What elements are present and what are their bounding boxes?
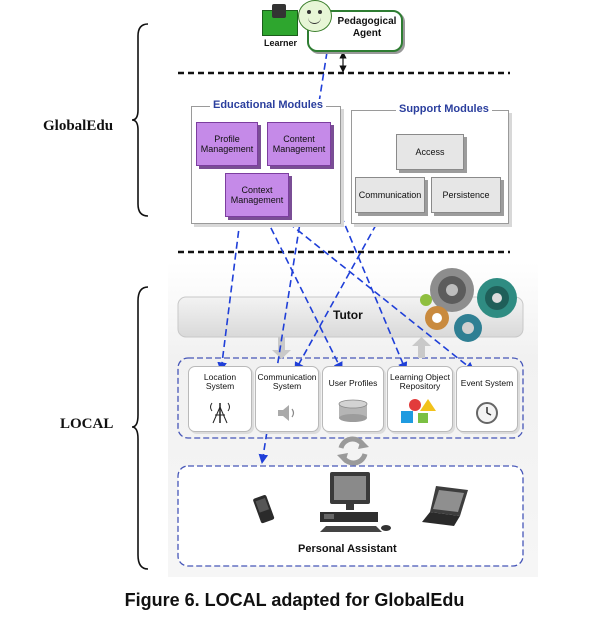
event-system-label: Event System bbox=[460, 378, 514, 388]
down-block-arrow bbox=[272, 337, 291, 359]
pda-icon bbox=[253, 495, 275, 524]
communication-module: Communication bbox=[355, 177, 425, 213]
desktop-computer-icon bbox=[320, 472, 391, 532]
event-system-service: Event System bbox=[456, 366, 518, 432]
speaker-icon bbox=[278, 405, 295, 421]
clock-icon bbox=[476, 402, 498, 424]
shapes-icon bbox=[401, 399, 436, 423]
figure-caption: Figure 6. LOCAL adapted for GlobalEdu bbox=[124, 590, 465, 610]
laptop-icon bbox=[422, 486, 468, 526]
arrow-context-to-location bbox=[217, 219, 241, 372]
support-modules-title: Support Modules bbox=[396, 103, 492, 115]
access-module: Access bbox=[396, 134, 464, 170]
context-management-module: Context Management bbox=[225, 173, 289, 217]
content-management-module: Content Management bbox=[267, 122, 331, 166]
local-label: LOCAL bbox=[60, 416, 114, 432]
communication-system-label: Communication System bbox=[257, 372, 317, 392]
arrow-context-to-event bbox=[279, 215, 475, 372]
database-icon bbox=[338, 399, 368, 422]
local-brace bbox=[131, 286, 149, 570]
agent-face-icon bbox=[298, 0, 332, 32]
location-system-label: Location System bbox=[203, 372, 237, 392]
gears-icon bbox=[420, 268, 517, 342]
learner-icon bbox=[262, 4, 298, 36]
educational-modules-title: Educational Modules bbox=[210, 99, 327, 111]
profile-management-module: Profile Management bbox=[196, 122, 258, 166]
arrow-context-to-user-profiles bbox=[265, 217, 343, 372]
learning-object-repository-label: Learning Object Repository bbox=[389, 372, 450, 392]
personal-assistant-label: Personal Assistant bbox=[298, 543, 397, 555]
communication-system-service: Communication System bbox=[255, 366, 319, 432]
learner-label: Learner bbox=[264, 38, 298, 48]
persistence-module: Persistence bbox=[431, 177, 501, 213]
location-system-service: Location System bbox=[188, 366, 252, 432]
user-profiles-label: User Profiles bbox=[328, 378, 378, 388]
globaledu-label: GlobalEdu bbox=[43, 118, 114, 134]
arrow-communication-to-system bbox=[294, 204, 388, 372]
learning-object-repository-service: Learning Object Repository bbox=[387, 366, 453, 432]
globaledu-brace bbox=[131, 23, 149, 217]
antenna-icon bbox=[210, 402, 230, 424]
up-block-arrow bbox=[412, 337, 431, 358]
pedagogical-agent-label: Pedagogical Agent bbox=[337, 16, 397, 39]
tutor-label: Tutor bbox=[333, 308, 363, 322]
user-profiles-service: User Profiles bbox=[322, 366, 384, 432]
